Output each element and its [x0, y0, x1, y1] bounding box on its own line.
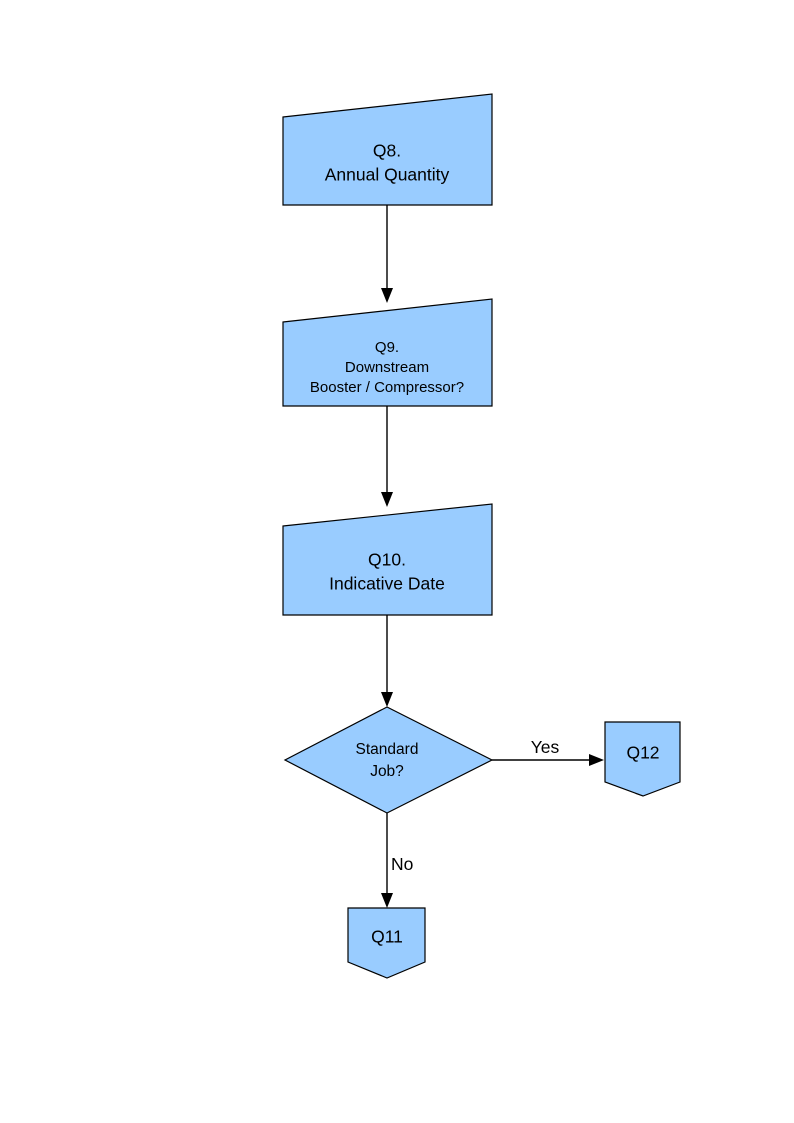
edge-no-arrowhead: [381, 893, 393, 908]
edge-label-yes: Yes: [531, 737, 560, 757]
q9-label-line2: Downstream: [345, 359, 429, 376]
edge-q10-decision: [381, 615, 393, 707]
q10-label-line2: Indicative Date: [329, 574, 445, 594]
node-q9[interactable]: Q9. Downstream Booster / Compressor?: [282, 298, 493, 407]
node-decision-standard-job[interactable]: Standard Job?: [283, 706, 494, 814]
q9-shape[interactable]: [282, 298, 493, 407]
edge-decision-q12: Yes: [492, 737, 604, 766]
node-q10[interactable]: Q10. Indicative Date: [282, 503, 493, 616]
decision-label-line2: Job?: [370, 763, 404, 780]
q8-shape[interactable]: [282, 93, 493, 206]
decision-label-line1: Standard: [356, 741, 419, 758]
edge-label-no: No: [391, 854, 413, 874]
q11-shape[interactable]: [347, 907, 426, 979]
q8-label-line2: Annual Quantity: [325, 165, 450, 185]
q10-label-line1: Q10.: [368, 550, 406, 570]
edge-decision-q11: No: [381, 813, 413, 908]
edge-q8-q9: [381, 205, 393, 303]
node-q8[interactable]: Q8. Annual Quantity: [282, 93, 493, 206]
q11-label: Q11: [371, 927, 403, 947]
edge-q10-decision-arrowhead: [381, 692, 393, 707]
edge-q9-q10: [381, 406, 393, 507]
node-q11[interactable]: Q11: [347, 907, 426, 979]
q8-label-line1: Q8.: [373, 141, 401, 161]
edge-q8-q9-arrowhead: [381, 288, 393, 303]
edge-yes-arrowhead: [589, 754, 604, 766]
node-q12[interactable]: Q12: [604, 721, 681, 797]
q12-shape[interactable]: [604, 721, 681, 797]
q9-label-line1: Q9.: [375, 339, 399, 356]
q12-label: Q12: [626, 743, 659, 763]
q9-label-line3: Booster / Compressor?: [310, 379, 464, 396]
q10-shape[interactable]: [282, 503, 493, 616]
edge-q9-q10-arrowhead: [381, 492, 393, 507]
decision-shape[interactable]: [283, 706, 494, 814]
